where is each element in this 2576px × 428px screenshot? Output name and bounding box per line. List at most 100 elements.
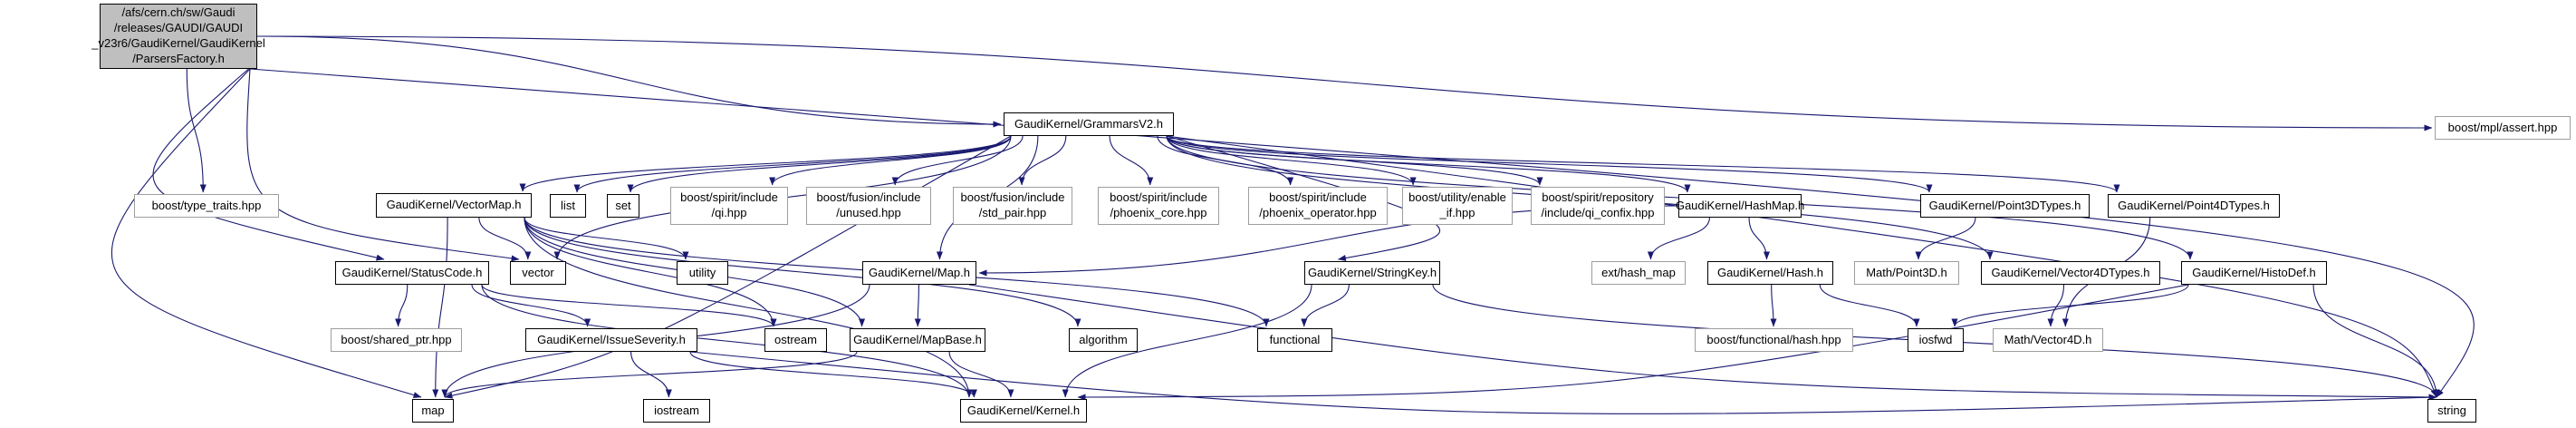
include-edge-hashmap-to-ext-hash-map (1647, 217, 1710, 260)
node-map[interactable]: map (412, 399, 454, 423)
include-edge-parsersfactory-to-string (249, 68, 2475, 398)
node-stringkey[interactable]: GaudiKernel/StringKey.h (1304, 261, 1440, 285)
node-label: boost/spirit/include (1269, 190, 1367, 205)
node-label: boost/spirit/include (1110, 190, 1207, 205)
node-shared-ptr[interactable]: boost/shared_ptr.hpp (331, 328, 462, 352)
include-edge-issueseverity-to-kernel (689, 351, 977, 398)
node-mapbase[interactable]: GaudiKernel/MapBase.h (850, 328, 985, 352)
node-point4dtypes[interactable]: GaudiKernel/Point4DTypes.h (2108, 194, 2280, 218)
node-label: functional (1269, 332, 1321, 346)
node-label: /phoenix_operator.hpp (1259, 206, 1377, 219)
node-label: GaudiKernel/Hash.h (1716, 265, 1824, 279)
node-issueseverity[interactable]: GaudiKernel/IssueSeverity.h (525, 328, 697, 352)
include-edge-grammarsv2-to-spirit-qi (769, 135, 1012, 186)
node-label: _if.hpp (1439, 206, 1475, 219)
include-edge-parsersfactory-to-mpl-assert (256, 35, 2433, 131)
node-label: GaudiKernel/Point3DTypes.h (1928, 198, 2081, 212)
node-label: boost/utility/enable (1408, 190, 1506, 205)
include-edge-grammarsv2-to-vectormap (519, 135, 1012, 192)
node-fusion-std-pair[interactable]: boost/fusion/include/std_pair.hpp (953, 187, 1072, 225)
node-ext-hash-map[interactable]: ext/hash_map (1591, 261, 1686, 285)
node-hashmap[interactable]: GaudiKernel/HashMap.h (1675, 194, 1805, 218)
node-label: GaudiKernel/MapBase.h (853, 332, 982, 346)
include-edge-vectormap-to-ostream (524, 217, 777, 327)
node-fusion-unused[interactable]: boost/fusion/include/unused.hpp (806, 187, 931, 225)
node-label: Math/Vector4D.h (2004, 332, 2092, 346)
node-iostream[interactable]: iostream (643, 399, 710, 423)
include-edge-vectormap-to-map (432, 217, 448, 398)
include-edge-statuscode-to-ostream (481, 284, 777, 327)
node-qi-confix[interactable]: boost/spirit/repository/include/qi_confi… (1531, 187, 1665, 225)
node-label: GaudiKernel/HashMap.h (1675, 198, 1805, 212)
include-edge-histodef-to-iosfwd (1951, 284, 2189, 327)
include-edge-mapbase-to-kernel (948, 351, 1014, 398)
include-edge-issueseverity-to-string (689, 351, 2437, 415)
include-edge-grammarsv2-to-enable-if (1166, 135, 1417, 186)
include-edge-vectormap-to-vector (478, 217, 532, 260)
node-label: GaudiKernel/Point4DTypes.h (2118, 198, 2270, 212)
node-label: GaudiKernel/Map.h (868, 265, 970, 279)
node-label: boost/shared_ptr.hpp (341, 332, 452, 346)
node-label: _v23r6/GaudiKernel/GaudiKernel (91, 36, 265, 50)
node-label: /qi.hpp (711, 206, 747, 219)
include-edge-grammarsv2-to-set (627, 135, 1012, 193)
node-label: boost/spirit/repository (1542, 190, 1654, 205)
node-histodef[interactable]: GaudiKernel/HistoDef.h (2181, 261, 2327, 285)
node-phoenix-core[interactable]: boost/spirit/include/phoenix_core.hpp (1098, 187, 1219, 225)
include-edge-stringkey-to-functional (1301, 284, 1350, 327)
node-list[interactable]: list (550, 194, 586, 218)
include-edge-grammarsv2-to-hashmap (1166, 135, 1691, 193)
include-edge-statuscode-to-shared-ptr (395, 284, 409, 327)
node-label: boost/spirit/include (680, 190, 778, 205)
node-math-vector4d[interactable]: Math/Vector4D.h (1993, 328, 2103, 352)
node-boost-hash[interactable]: boost/functional/hash.hpp (1695, 328, 1853, 352)
include-edge-point3dtypes-to-math-point3d (1915, 217, 1976, 260)
node-enable-if[interactable]: boost/utility/enable_if.hpp (1402, 187, 1513, 225)
node-label: set (615, 198, 631, 212)
node-point3dtypes[interactable]: GaudiKernel/Point3DTypes.h (1920, 194, 2090, 218)
node-ostream[interactable]: ostream (764, 328, 827, 352)
node-mpl-assert[interactable]: boost/mpl/assert.hpp (2435, 116, 2571, 140)
node-kernel[interactable]: GaudiKernel/Kernel.h (960, 399, 1087, 423)
include-edge-grammarsv2-to-point3dtypes (1166, 135, 1933, 193)
node-grammarsv2[interactable]: GaudiKernel/GrammarsV2.h (1004, 112, 1174, 136)
node-vector[interactable]: vector (510, 261, 566, 285)
node-type-traits[interactable]: boost/type_traits.hpp (134, 194, 279, 218)
node-map-h[interactable]: GaudiKernel/Map.h (862, 261, 976, 285)
include-edge-grammarsv2-to-list (573, 135, 1012, 193)
node-label: algorithm (1079, 332, 1128, 346)
node-label: /unused.hpp (836, 206, 901, 219)
node-label: /releases/GAUDI/GAUDI (113, 21, 244, 35)
node-hash[interactable]: GaudiKernel/Hash.h (1707, 261, 1833, 285)
node-iosfwd[interactable]: iosfwd (1908, 328, 1964, 352)
node-vector4dtypes[interactable]: GaudiKernel/Vector4DTypes.h (1981, 261, 2160, 285)
node-math-point3d[interactable]: Math/Point3D.h (1854, 261, 1959, 285)
node-label: boost/fusion/include (960, 190, 1065, 205)
node-vectormap[interactable]: GaudiKernel/VectorMap.h (376, 193, 532, 218)
node-phoenix-operator[interactable]: boost/spirit/include/phoenix_operator.hp… (1248, 187, 1388, 225)
node-label: vector (522, 265, 554, 279)
include-edge-parsersfactory-to-map (111, 68, 422, 398)
include-edge-grammarsv2-to-phoenix-core (1109, 135, 1154, 186)
node-utility[interactable]: utility (677, 261, 728, 285)
node-label: GaudiKernel/VectorMap.h (386, 198, 522, 212)
node-statuscode[interactable]: GaudiKernel/StatusCode.h (335, 261, 489, 285)
node-label: boost/mpl/assert.hpp (2447, 120, 2558, 134)
include-edge-grammarsv2-to-point4dtypes (1166, 135, 2120, 193)
include-edge-map-h-to-string (968, 284, 2437, 401)
node-set[interactable]: set (607, 194, 639, 218)
node-label: Math/Point3D.h (1866, 265, 1947, 279)
node-label: GaudiKernel/StatusCode.h (341, 265, 483, 279)
include-edge-statuscode-to-issueseverity (471, 284, 591, 327)
include-edge-hashmap-to-hash (1748, 217, 1770, 260)
node-label: ext/hash_map (1601, 265, 1676, 279)
node-label: boost/type_traits.hpp (151, 198, 262, 212)
node-spirit-qi[interactable]: boost/spirit/include/qi.hpp (670, 187, 788, 225)
node-functional[interactable]: functional (1257, 328, 1332, 352)
node-label: iostream (654, 403, 699, 417)
node-label: /include/qi_confix.hpp (1541, 206, 1655, 219)
node-string[interactable]: string (2427, 399, 2476, 423)
node-algorithm[interactable]: algorithm (1069, 328, 1138, 352)
include-edge-parsersfactory-to-vector (246, 68, 520, 262)
